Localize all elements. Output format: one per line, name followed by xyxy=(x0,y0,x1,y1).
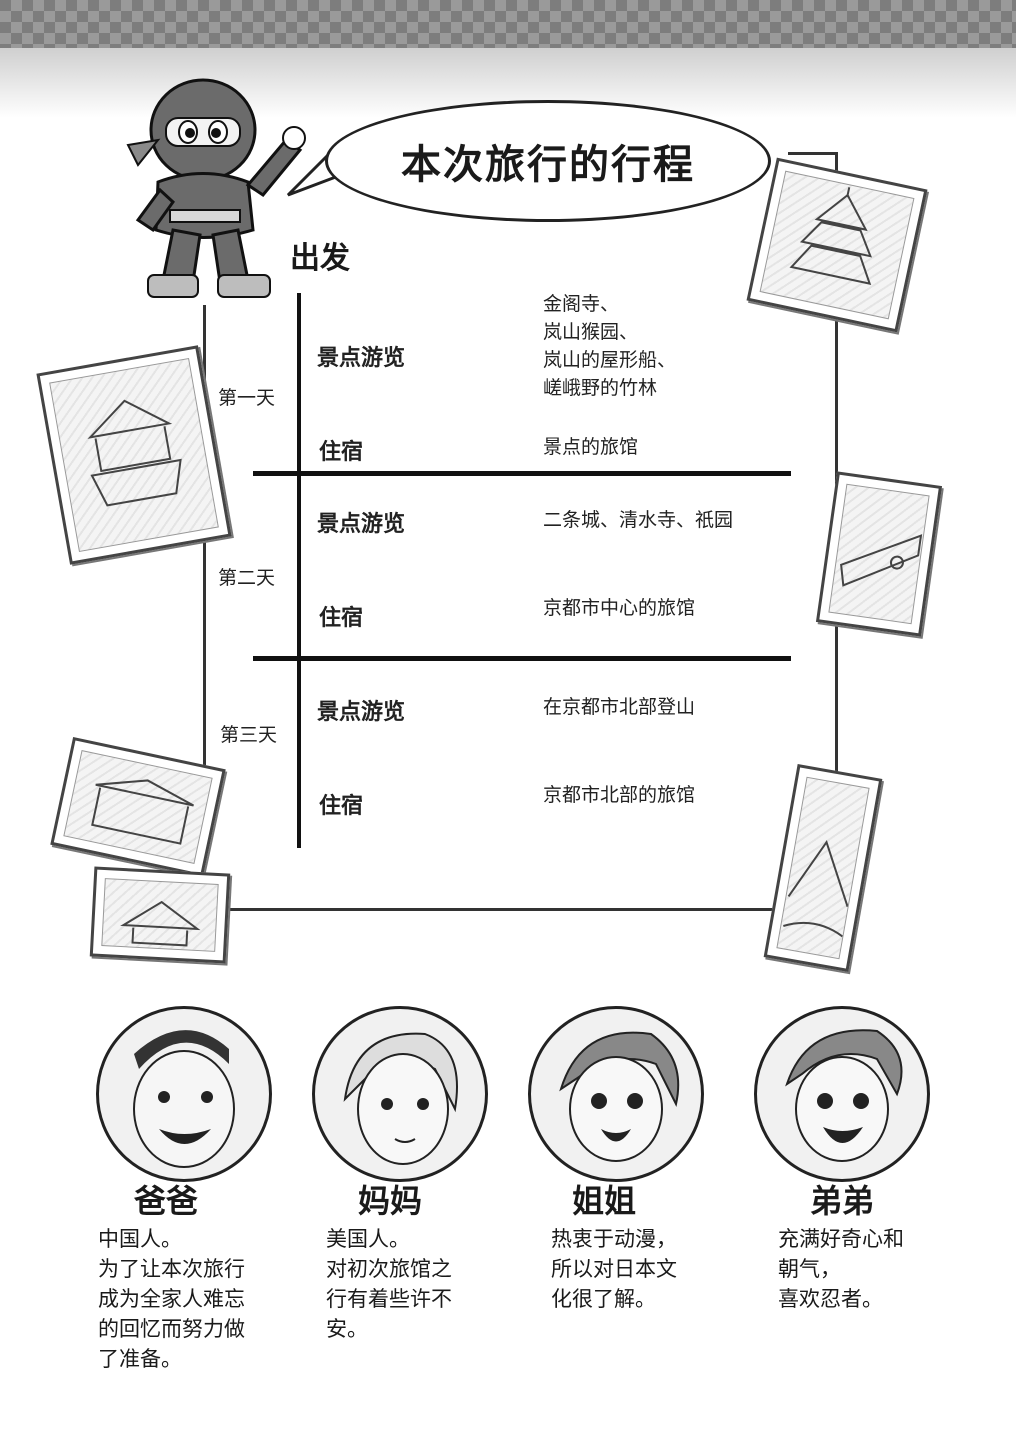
pagoda-photo xyxy=(746,157,928,333)
day-1-sightseeing-list: 金阁寺、 岚山猴园、 岚山的屋形船、 嵯峨野的竹林 xyxy=(543,290,676,402)
castle-icon xyxy=(120,900,201,947)
character-name-mom: 妈妈 xyxy=(358,1182,423,1220)
photo-image xyxy=(759,170,915,320)
photo-image xyxy=(49,357,219,553)
avatar-sister xyxy=(528,1006,704,1182)
photo-image xyxy=(101,878,219,952)
list-item: 岚山猴园、 xyxy=(543,321,639,343)
photo-image xyxy=(776,776,870,960)
brother-face-icon xyxy=(785,1029,903,1162)
day-1-lodging: 景点的旅馆 xyxy=(543,436,639,458)
mom-face-icon xyxy=(343,1032,458,1165)
pavilion-icon xyxy=(87,399,182,507)
frame-line-top xyxy=(788,152,838,155)
dad-face-icon xyxy=(133,1030,235,1168)
sister-face-icon xyxy=(559,1031,680,1162)
list-item: 嵯峨野的竹林 xyxy=(543,377,658,399)
character-name-sister: 姐姐 xyxy=(572,1182,637,1220)
boat-icon xyxy=(840,534,923,587)
day-2-lodging: 京都市中心的旅馆 xyxy=(543,597,696,619)
day-3-sightseeing-label: 景点游览 xyxy=(317,700,406,725)
photo-image xyxy=(828,483,930,625)
frame-line-left xyxy=(203,305,206,911)
pagoda-icon xyxy=(789,187,873,285)
departure-label: 出发 xyxy=(290,241,350,276)
character-desc-mom: 美国人。 对初次旅馆之 行有着些许不 安。 xyxy=(326,1227,452,1341)
temple-photo xyxy=(50,736,226,878)
day-divider-1 xyxy=(253,471,791,476)
day-3-lodging: 京都市北部的旅馆 xyxy=(543,784,696,806)
mountain-icon xyxy=(783,840,849,938)
houseboat-photo xyxy=(815,471,943,637)
day-1-label: 第一天 xyxy=(218,387,276,409)
avatar-dad xyxy=(96,1006,272,1182)
ninja-mascot-icon xyxy=(126,78,306,298)
day-1-lodging-label: 住宿 xyxy=(319,440,364,465)
day-divider-2 xyxy=(253,656,791,661)
day-2-sightseeing: 二条城、清水寺、祇园 xyxy=(543,509,734,531)
day-3-lodging-label: 住宿 xyxy=(319,794,364,819)
character-name-brother: 弟弟 xyxy=(810,1182,875,1220)
temple-icon xyxy=(91,779,195,845)
day-2-lodging-label: 住宿 xyxy=(319,606,364,631)
list-item: 岚山的屋形船、 xyxy=(543,349,677,371)
mountain-river-photo xyxy=(763,764,883,972)
golden-pavilion-photo xyxy=(36,345,232,565)
list-item: 金阁寺、 xyxy=(543,293,620,315)
day-1-sightseeing-label: 景点游览 xyxy=(317,346,406,371)
day-3-sightseeing: 在京都市北部登山 xyxy=(543,696,696,718)
header-pattern-band xyxy=(0,0,1016,48)
character-desc-dad: 中国人。 为了让本次旅行 成为全家人难忘 的回忆而努力做 了准备。 xyxy=(98,1227,245,1371)
castle-photo xyxy=(89,866,231,964)
itinerary-divider-vertical xyxy=(297,293,301,848)
page-title: 本次旅行的行程 xyxy=(401,142,695,188)
avatar-mom xyxy=(312,1006,488,1182)
character-desc-brother: 充满好奇心和 朝气， 喜欢忍者。 xyxy=(778,1227,904,1311)
avatar-brother xyxy=(754,1006,930,1182)
day-2-label: 第二天 xyxy=(218,567,276,589)
frame-line-bottom xyxy=(205,908,838,911)
character-name-dad: 爸爸 xyxy=(134,1182,199,1220)
title-speech-bubble: 本次旅行的行程 xyxy=(325,100,771,222)
photo-image xyxy=(63,750,213,864)
day-2-sightseeing-label: 景点游览 xyxy=(317,512,406,537)
character-desc-sister: 热衷于动漫， 所以对日本文 化很了解。 xyxy=(551,1227,677,1311)
day-3-label: 第三天 xyxy=(220,724,278,746)
